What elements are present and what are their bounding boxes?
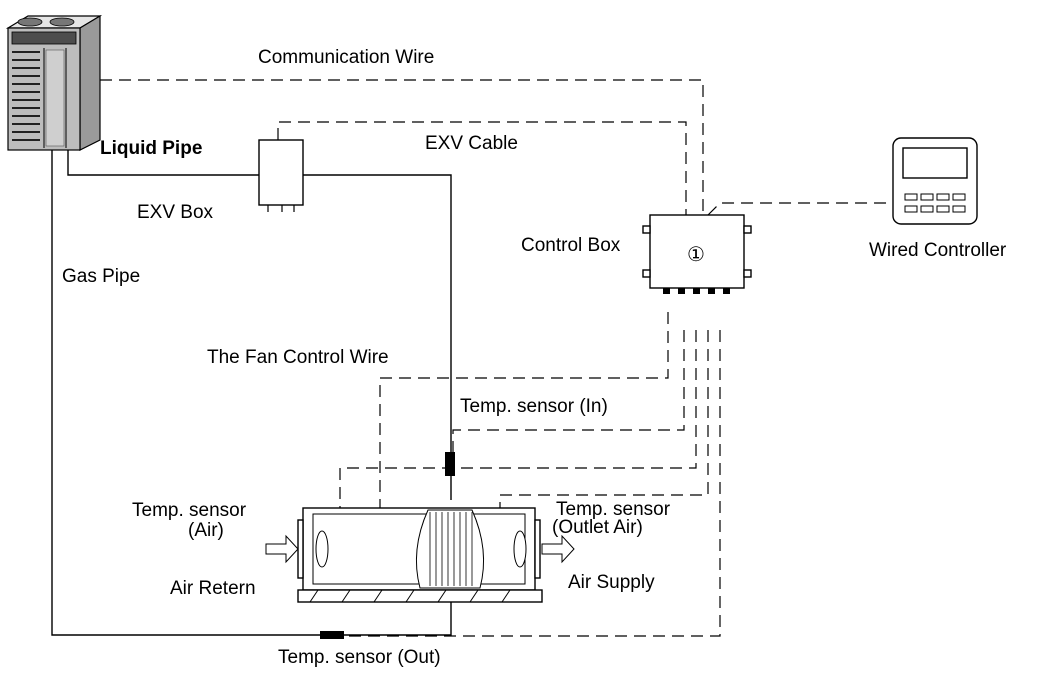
gas-pipe-line — [51, 150, 452, 636]
fan-control-wire-label: The Fan Control Wire — [207, 347, 389, 368]
communication-wire-line — [100, 79, 704, 215]
liquid-pipe-line-2 — [303, 174, 452, 500]
air-supply-label: Air Supply — [568, 572, 655, 593]
controller-wire-line — [707, 202, 888, 216]
exv-cable-line — [277, 121, 687, 215]
wired-controller-icon — [892, 137, 978, 225]
exv-box-icon — [258, 139, 304, 212]
gas-pipe-label: Gas Pipe — [62, 266, 141, 287]
temp-sensor-out-wire — [346, 330, 721, 637]
fan-control-wire-line — [379, 312, 669, 510]
air-handling-unit — [265, 507, 575, 603]
control-box-label: Control Box — [521, 235, 621, 256]
exv-cable-label: EXV Cable — [425, 133, 518, 154]
communication-wire-label: Communication Wire — [258, 47, 435, 68]
temp-sensor-in-wire — [452, 330, 685, 452]
control-box-icon — [642, 214, 752, 294]
control-box-number: ① — [687, 244, 705, 266]
temp-sensor-air-label-2: (Air) — [188, 520, 224, 541]
temp-sensor-in-marker — [445, 452, 455, 476]
liquid-pipe-label: Liquid Pipe — [100, 138, 203, 159]
air-retern-label: Air Retern — [170, 578, 256, 599]
temp-sensor-air-label: Temp. sensor — [132, 500, 247, 521]
temp-sensor-air-wire — [339, 330, 697, 535]
liquid-pipe-line — [67, 150, 260, 176]
exv-box-label: EXV Box — [137, 202, 214, 223]
temp-sensor-out-label: Temp. sensor (Out) — [278, 647, 441, 668]
outdoor-unit-icon — [5, 14, 103, 151]
temp-sensor-outlet-label: Temp. sensor — [556, 499, 671, 520]
temp-sensor-out-marker — [320, 631, 344, 639]
temp-sensor-in-label: Temp. sensor (In) — [460, 396, 608, 417]
temp-sensor-outlet-label-2: (Outlet Air) — [552, 517, 643, 538]
wired-controller-label: Wired Controller — [869, 240, 1007, 261]
